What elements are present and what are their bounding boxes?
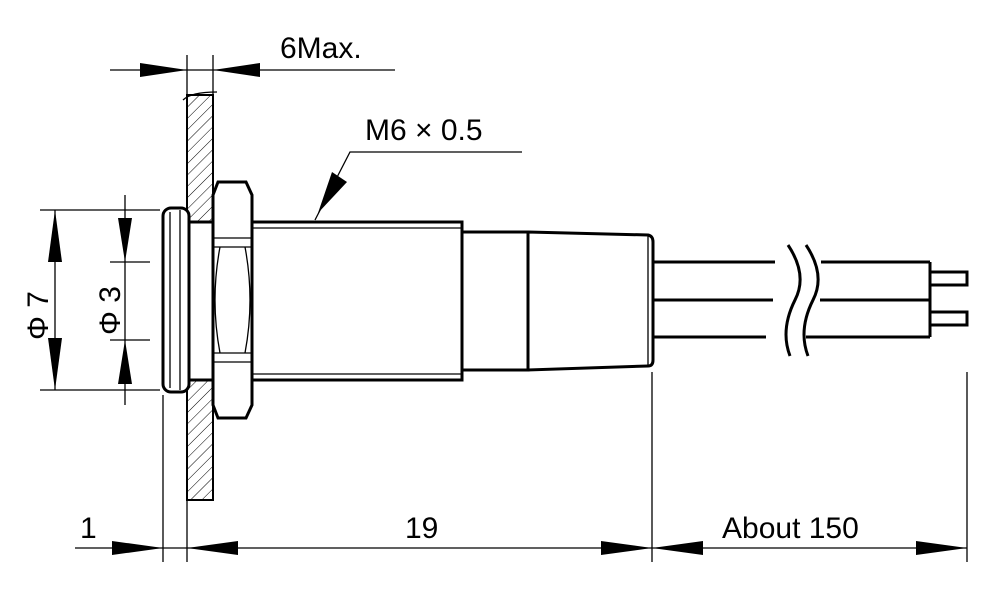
- body-length-label: 19: [405, 512, 438, 545]
- threaded-body: [250, 220, 655, 382]
- panel-thickness-dimension: 6Max.: [110, 32, 395, 95]
- wire-length-label: About 150: [722, 512, 859, 545]
- outer-diameter-dimension: Φ 7: [22, 209, 160, 391]
- thread-leader: M6 × 0.5: [314, 114, 522, 221]
- hex-nut: [211, 180, 254, 420]
- pin-1: [928, 270, 969, 287]
- panel-thickness-label: 6Max.: [280, 32, 362, 65]
- lens-diameter-dimension: Φ 3: [94, 195, 150, 405]
- bezel-length-label: 1: [80, 512, 97, 545]
- bezel: [161, 206, 215, 394]
- lead-wires: [654, 244, 969, 357]
- thread-label: M6 × 0.5: [365, 114, 483, 147]
- lens-diameter-label: Φ 3: [94, 286, 127, 335]
- length-dimensions: 1 19 About 150: [75, 372, 968, 562]
- pin-2: [928, 310, 969, 327]
- outer-diameter-label: Φ 7: [22, 291, 55, 340]
